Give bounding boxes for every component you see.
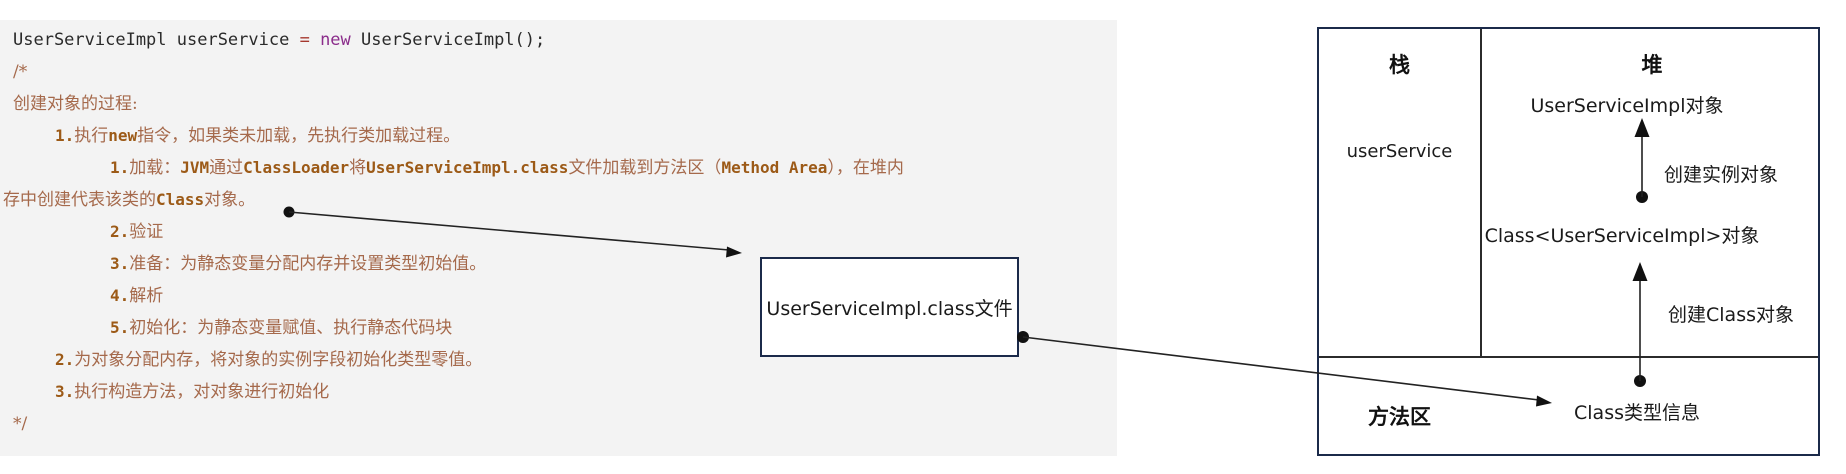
step-text: 通过 [209,158,244,178]
comment-step-1-5: 5.初始化：为静态变量赋值、执行静态代码块 [110,312,1117,344]
create-class-label: 创建Class对象 [1668,304,1794,326]
step-number: 3. [110,254,130,273]
step-number: 2. [110,222,130,241]
step-text: ），在堆内 [827,158,904,178]
step-number: 1. [55,126,75,145]
step-text: 执行 [74,126,109,146]
class-object-label: Class<UserServiceImpl>对象 [1484,225,1760,247]
step-text: 将 [349,158,367,178]
comment-step-1-1-wrap: 存中创建代表该类的Class对象。 [3,184,1117,216]
stack-variable-label: userService [1346,141,1453,162]
inline-code: JVM [180,158,210,177]
keyword-new: new [320,30,351,50]
step-text: 指令，如果类未加载，先执行类加载过程。 [137,126,461,146]
step-number: 3. [55,382,75,401]
step-text: 初始化：为静态变量赋值、执行静态代码块 [129,318,453,338]
inline-code: ClassLoader [243,158,350,177]
create-instance-label: 创建实例对象 [1664,164,1779,186]
comment-title-text: 创建对象的过程: [13,94,138,114]
heap-methodarea-divider [1319,356,1818,358]
step-text: 为对象分配内存，将对象的实例字段初始化类型零值。 [74,350,483,370]
step-text: 准备：为静态变量分配内存并设置类型初始值。 [129,254,487,274]
inline-code: Class [156,190,205,209]
step-number: 5. [110,318,130,337]
step-text: 文件加载到方法区（ [568,158,722,178]
step-number: 4. [110,286,130,305]
comment-step-2: 2.为对象分配内存，将对象的实例字段初始化类型零值。 [55,344,1117,376]
method-area-header: 方法区 [1368,405,1431,429]
step-number: 2. [55,350,75,369]
code-declaration: UserServiceImpl userService [13,30,300,50]
comment-step-1-4: 4.解析 [110,280,1117,312]
comment-open-token: /* [13,62,28,82]
code-line-new-statement: UserServiceImpl userService = new UserSe… [13,24,1117,56]
step-number: 1. [110,158,130,177]
inline-code: UserServiceImpl.class [366,158,569,177]
stack-heap-divider [1480,29,1482,356]
comment-step-1-1: 1.加载：JVM通过ClassLoader将UserServiceImpl.cl… [110,152,1117,184]
step-text: 解析 [129,286,164,306]
class-file-label: UserServiceImpl.class文件 [766,297,1013,320]
comment-open: /* [13,56,1117,88]
step-text: 对象。 [204,190,256,210]
comment-step-1-2: 2.验证 [110,216,1117,248]
inline-code: new [108,126,138,145]
comment-step-1-3: 3.准备：为静态变量分配内存并设置类型初始值。 [110,248,1117,280]
step-text: 加载： [129,158,181,178]
inline-code: Method Area [721,158,828,177]
constructor-call: UserServiceImpl(); [350,30,546,50]
assign-operator: = [299,30,321,50]
heap-object-label: UserServiceImpl对象 [1530,95,1724,117]
code-block: UserServiceImpl userService = new UserSe… [0,20,1117,456]
step-text: 验证 [129,222,164,242]
step-text: 存中创建代表该类的 [3,190,156,210]
comment-close-token: */ [13,414,28,434]
comment-step-3: 3.执行构造方法，对对象进行初始化 [55,376,1117,408]
class-type-info-label: Class类型信息 [1574,402,1700,424]
memory-diagram: 栈 堆 userService UserServiceImpl对象 创建实例对象… [1317,27,1820,456]
class-file-box: UserServiceImpl.class文件 [760,257,1019,357]
comment-close: */ [13,408,1117,440]
stack-header: 栈 [1389,53,1410,77]
comment-title: 创建对象的过程: [13,88,1117,120]
step-text: 执行构造方法，对对象进行初始化 [74,382,330,402]
heap-header: 堆 [1641,53,1663,77]
comment-step-1: 1.执行new指令，如果类未加载，先执行类加载过程。 [55,120,1117,152]
